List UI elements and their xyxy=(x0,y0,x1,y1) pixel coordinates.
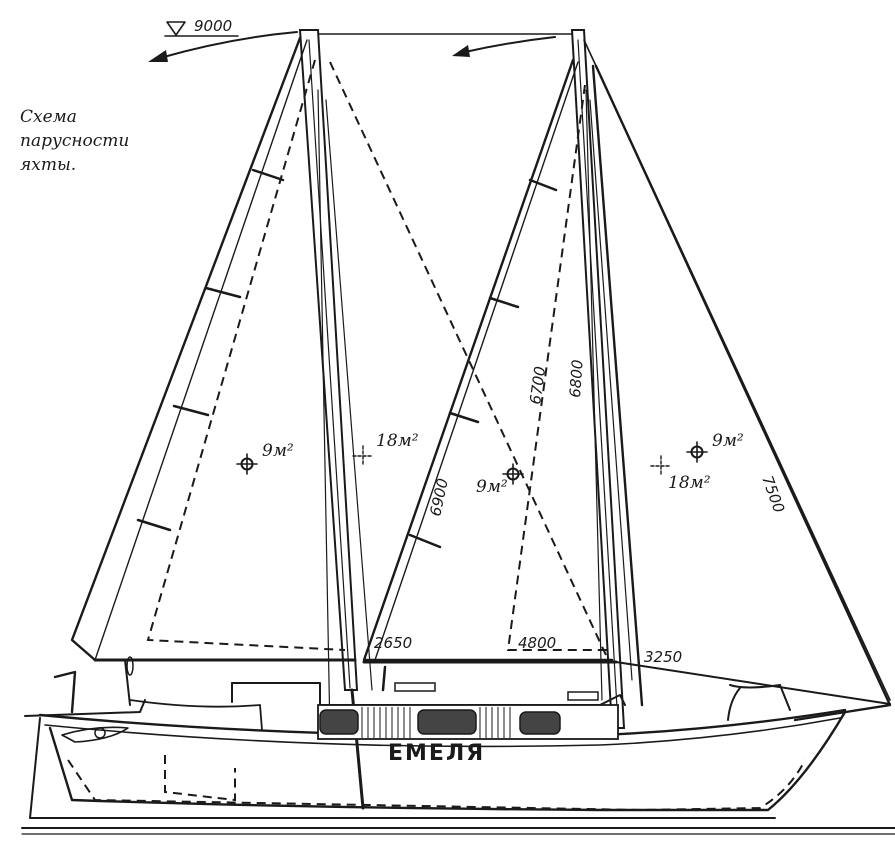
area-mid-jib: 9м² xyxy=(476,477,508,497)
centre-of-effort-icon xyxy=(650,455,672,477)
rear-mast-rig xyxy=(70,29,613,810)
dim-mid-foot: 4800 xyxy=(518,634,556,652)
height-value: 9000 xyxy=(194,17,232,35)
area-rear-ce-total: 18м² xyxy=(376,431,419,451)
centre-of-effort-icon xyxy=(236,453,258,475)
sail-area-markers: 9м² 18м² 9м² 18м² 9м² xyxy=(236,431,744,497)
caption: Схема парусности яхты. xyxy=(20,107,129,175)
arrow-left-icon xyxy=(148,31,298,62)
caption-line-3: яхты. xyxy=(20,155,76,175)
boat-name: ЕМЕЛЯ xyxy=(388,741,485,766)
front-mainsail xyxy=(594,64,892,722)
centre-of-effort-icon xyxy=(352,445,374,467)
height-mark: 9000 xyxy=(164,17,239,37)
centre-of-effort-icon xyxy=(686,441,708,463)
porthole xyxy=(319,709,359,735)
dimension-labels: 2650 4800 3250 6900 6700 6800 7500 xyxy=(374,359,788,666)
area-rear-main: 9м² xyxy=(262,441,294,461)
forestay xyxy=(583,39,891,701)
area-front-ce-total: 18м² xyxy=(668,473,711,493)
front-mast-rig xyxy=(362,29,892,729)
rear-mast xyxy=(298,29,359,691)
centre-of-effort-icon xyxy=(502,463,524,485)
caption-line-2: парусности xyxy=(20,131,129,151)
dim-main-stay: 7500 xyxy=(758,473,788,515)
water-level-triangle-icon xyxy=(166,21,186,36)
dim-fore-mast-luff: 6900 xyxy=(426,477,452,518)
dim-main-foot: 2650 xyxy=(374,634,412,652)
dim-fore-stay: 6700 xyxy=(526,365,549,405)
dim-main-mast-luff: 6800 xyxy=(566,359,587,398)
porthole xyxy=(417,709,477,735)
cabin-hatching xyxy=(361,707,511,738)
area-front-main: 9м² xyxy=(712,431,744,451)
arrow-left-icon xyxy=(452,36,556,57)
mid-mainsail xyxy=(362,58,614,662)
hull: ЕМЕЛЯ xyxy=(21,656,895,835)
dim-rear-foot: 3250 xyxy=(644,648,682,666)
porthole xyxy=(519,711,561,735)
caption-line-1: Схема xyxy=(20,107,77,127)
